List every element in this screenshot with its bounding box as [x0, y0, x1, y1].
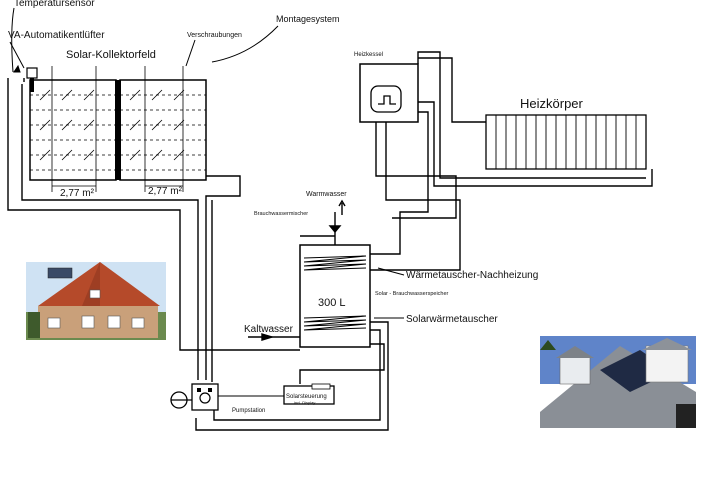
solar-tank-pipes — [195, 321, 389, 431]
automatikentluefter-label: VA-Automatikentlüfter — [8, 30, 105, 41]
pump-icon — [199, 392, 211, 404]
tank-volume-label: 300 L — [318, 297, 346, 309]
storage-tank: 300 L — [299, 244, 371, 348]
area-right-label: 2,77 m² — [148, 186, 183, 197]
solar-controller: Solarsteuerung incl. Display — [218, 383, 335, 405]
solar-brauchwasserspeicher-label: Solar - Brauchwasserspeicher — [375, 291, 449, 297]
waermetauscher-nachheizung-label: Wärmetauscher-Nachheizung — [406, 270, 538, 281]
cold-water-inlet — [248, 333, 300, 341]
radiator: Heizkörper — [485, 96, 647, 170]
display-label: incl. Display — [294, 400, 315, 405]
solar-pipes — [7, 78, 300, 382]
kollektorfeld-label: Solar-Kollektorfeld — [66, 49, 156, 61]
verschraubungen-label: Verschraubungen — [187, 32, 242, 39]
heating-pipes — [370, 51, 653, 271]
collector-panel-right — [119, 79, 207, 181]
collector-connector — [115, 80, 121, 180]
heizkoerper-label: Heizkörper — [520, 96, 584, 111]
area-left-label: 2,77 m² — [60, 188, 95, 199]
solarsteuerung-label: Solarsteuerung — [286, 394, 327, 400]
flame-icon — [370, 85, 402, 113]
temperature-sensor-icon — [30, 78, 34, 92]
collector-panel-left — [29, 79, 117, 181]
solarwaermetauscher-label: Solarwärmetauscher — [406, 314, 498, 325]
pump-station: Pumpstation — [170, 383, 265, 414]
hot-water-outlet — [300, 199, 346, 245]
collector-field: 2,77 m² 2,77 m² — [29, 66, 207, 199]
brauchwassermischer-label: Brauchwassermischer — [254, 211, 308, 217]
display-icon — [311, 383, 331, 390]
boiler: Heizkessel — [354, 52, 419, 123]
warmwasser-label: Warmwasser — [306, 191, 347, 198]
kaltwasser-label: Kaltwasser — [244, 324, 294, 335]
montagesystem-label: Montagesystem — [276, 14, 340, 24]
temperatursensor-label: Temperatursensor — [14, 0, 95, 9]
heizkessel-label: Heizkessel — [354, 52, 383, 58]
pumpstation-label: Pumpstation — [232, 408, 265, 414]
house-photo — [26, 262, 166, 340]
air-vent-icon — [26, 67, 38, 79]
roof-photo — [540, 336, 696, 428]
